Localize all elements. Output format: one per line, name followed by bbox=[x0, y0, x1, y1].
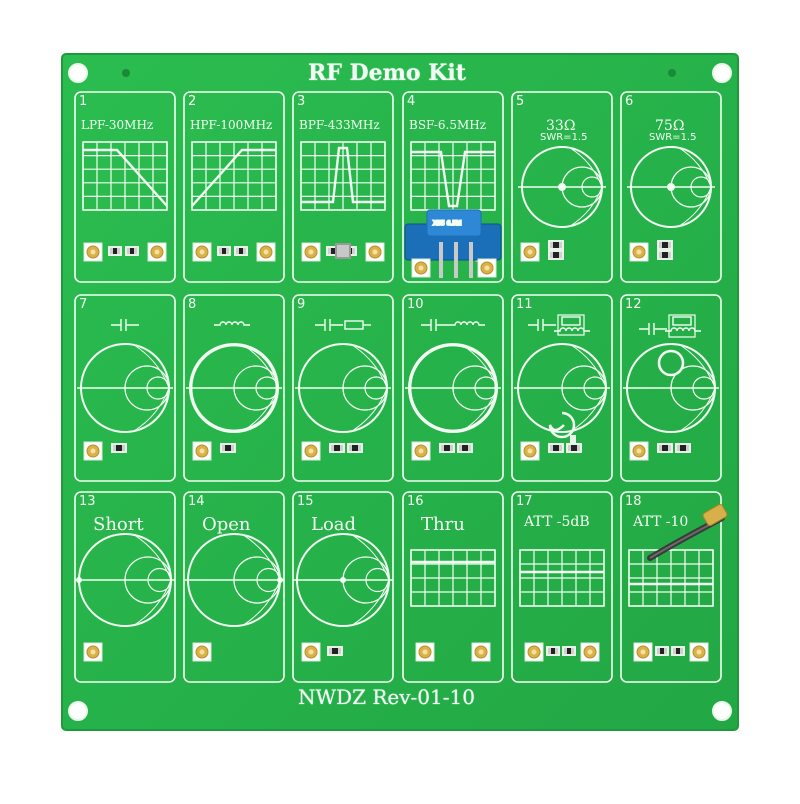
cell-number: 2 bbox=[188, 94, 197, 109]
cell-number: 3 bbox=[297, 94, 306, 109]
sma-cable bbox=[647, 504, 728, 561]
cell-13-short-smith-icon bbox=[74, 491, 176, 683]
cap-inductor-smith-icon bbox=[405, 319, 501, 461]
cell-number: 9 bbox=[297, 297, 306, 312]
cell-number: 4 bbox=[407, 94, 416, 109]
cell-sublabel: SWR=1.5 bbox=[649, 132, 697, 143]
cell-label: Open bbox=[202, 514, 251, 535]
capacitor-smith-icon bbox=[77, 319, 173, 461]
cell-label: BPF-433MHz bbox=[299, 118, 380, 132]
cell-number: 7 bbox=[79, 297, 88, 312]
board-title: RF Demo Kit bbox=[308, 60, 466, 86]
cell-label: Short bbox=[93, 514, 144, 535]
cell-10-cap-inductor-smith-icon bbox=[402, 294, 504, 482]
smith-chart-icon bbox=[627, 146, 715, 262]
cell-18-attenuator-grid-icon bbox=[620, 491, 722, 683]
rlc-loop-smith-icon bbox=[514, 314, 610, 461]
thru-grid-icon bbox=[410, 549, 496, 662]
cell-number: 8 bbox=[188, 297, 197, 312]
cell-16-thru-grid-icon bbox=[402, 491, 504, 683]
bandpass-plot-icon bbox=[300, 141, 386, 262]
cell-number: 16 bbox=[407, 494, 424, 509]
attenuator-grid-icon bbox=[519, 549, 605, 662]
cell-8-inductor-smith-icon bbox=[183, 294, 285, 482]
pcb-board bbox=[61, 53, 739, 731]
cell-label: 33Ω bbox=[546, 118, 576, 134]
cell-15-load-smith-icon bbox=[292, 491, 394, 683]
filter-chip-marking: X65 6.5M bbox=[433, 220, 461, 227]
cell-number: 10 bbox=[407, 297, 424, 312]
cell-number: 5 bbox=[516, 94, 525, 109]
cap-resistor-smith-icon bbox=[295, 319, 391, 461]
cell-11-rlc-loop-smith-icon bbox=[511, 294, 613, 482]
bandstop-filter-component: X65 6.5M bbox=[404, 209, 502, 278]
cell-3-bandpass-plot-icon bbox=[292, 91, 394, 283]
inductor-smith-icon bbox=[186, 321, 282, 461]
short-smith-icon bbox=[75, 533, 175, 662]
smith-chart-icon bbox=[518, 146, 606, 262]
cell-5-smith-chart-icon bbox=[511, 91, 613, 283]
cell-17-attenuator-grid-icon bbox=[511, 491, 613, 683]
cell-number: 17 bbox=[516, 494, 533, 509]
cell-label: ATT -5dB bbox=[524, 514, 590, 530]
cell-label: 75Ω bbox=[655, 118, 685, 134]
cell-label: BSF-6.5MHz bbox=[409, 118, 487, 132]
cell-number: 12 bbox=[625, 297, 642, 312]
cell-number: 13 bbox=[79, 494, 96, 509]
cell-14-open-smith-icon bbox=[183, 491, 285, 683]
cell-label: Thru bbox=[421, 514, 465, 535]
attenuator-grid-icon bbox=[628, 549, 714, 662]
board-footer: NWDZ Rev-01-10 bbox=[298, 685, 475, 709]
cell-7-capacitor-smith-icon bbox=[74, 294, 176, 482]
cell-number: 14 bbox=[188, 494, 205, 509]
cell-number: 15 bbox=[297, 494, 314, 509]
cell-label: Load bbox=[311, 514, 357, 535]
cell-2-highpass-plot-icon bbox=[183, 91, 285, 283]
cell-label: ATT -10 bbox=[633, 514, 689, 530]
cell-6-smith-chart-icon bbox=[620, 91, 722, 283]
cell-number: 11 bbox=[516, 297, 533, 312]
lowpass-plot-icon bbox=[82, 141, 168, 262]
mounting-holes bbox=[68, 63, 732, 721]
cell-label: LPF-30MHz bbox=[81, 118, 154, 132]
cell-number: 6 bbox=[625, 94, 634, 109]
cell-1-lowpass-plot-icon bbox=[74, 91, 176, 283]
cell-number: 18 bbox=[625, 494, 642, 509]
cell-12-rlc-circle-smith-icon bbox=[620, 294, 722, 482]
cell-number: 1 bbox=[79, 94, 88, 109]
open-smith-icon bbox=[184, 533, 284, 662]
cell-label: HPF-100MHz bbox=[190, 118, 273, 132]
cell-sublabel: SWR=1.5 bbox=[540, 132, 588, 143]
highpass-plot-icon bbox=[191, 141, 277, 262]
cell-9-cap-resistor-smith-icon bbox=[292, 294, 394, 482]
rlc-circle-smith-icon bbox=[623, 314, 719, 461]
load-smith-icon bbox=[293, 533, 393, 662]
